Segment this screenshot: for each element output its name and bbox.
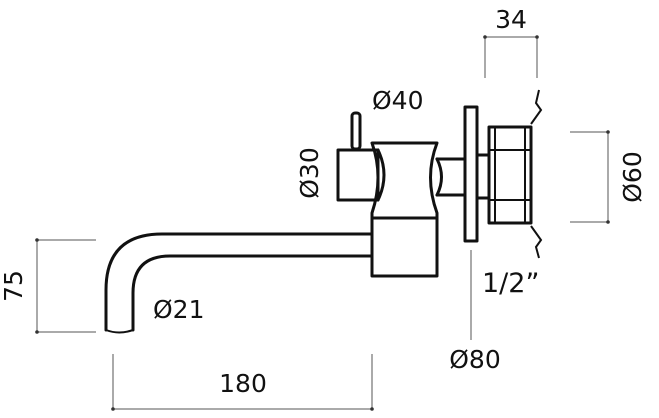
spout-inner-edge (131, 254, 374, 332)
wall-break-lines (530, 89, 543, 259)
dimension-tick (370, 407, 374, 411)
thread-nipple (475, 153, 491, 200)
body-diameter-label: Ø30 (295, 147, 324, 199)
dimension-flange-diameter: Ø80 (449, 250, 501, 374)
dimension-depth: 34 (483, 5, 539, 78)
body-outline (370, 141, 439, 278)
handle-diameter-label: Ø40 (372, 86, 424, 115)
dimension-tick (483, 35, 487, 39)
neck-curve (435, 157, 443, 197)
dimension-tick (35, 238, 39, 242)
dimension-tick (111, 407, 115, 411)
dimension-tick (606, 220, 610, 224)
spout-tip (105, 329, 134, 334)
neck-edges (435, 157, 467, 197)
dimension-spout-height: 75 (0, 238, 96, 334)
lever-base-curve (376, 148, 386, 202)
spout (104, 232, 374, 334)
cap-diameter-label: Ø60 (618, 151, 647, 203)
spout-outer-edge (104, 232, 374, 332)
flange-diameter-label: Ø80 (449, 345, 501, 374)
dimension-tick (35, 330, 39, 334)
valve-body (370, 141, 439, 278)
dimension-tick (535, 35, 539, 39)
cap-outline (487, 125, 533, 225)
dimension-spout-length: 180 (111, 354, 374, 411)
wall-flange (463, 105, 479, 243)
spout-height-label: 75 (0, 270, 28, 302)
lever-base (336, 148, 380, 202)
spout-diameter-label: Ø21 (153, 295, 205, 324)
spout-length-label: 180 (219, 369, 267, 398)
connector-neck (435, 157, 467, 197)
wall-break-top (530, 89, 543, 125)
wall-break-bottom (530, 225, 543, 259)
hex-cap (487, 125, 533, 225)
cap-side-lines (494, 127, 526, 223)
dimension-tick (606, 130, 610, 134)
lever-stem (350, 111, 362, 151)
depth-label: 34 (495, 5, 527, 34)
thread-size-label: 1/2” (482, 268, 539, 299)
dimension-cap-diameter: Ø60 (570, 130, 647, 224)
